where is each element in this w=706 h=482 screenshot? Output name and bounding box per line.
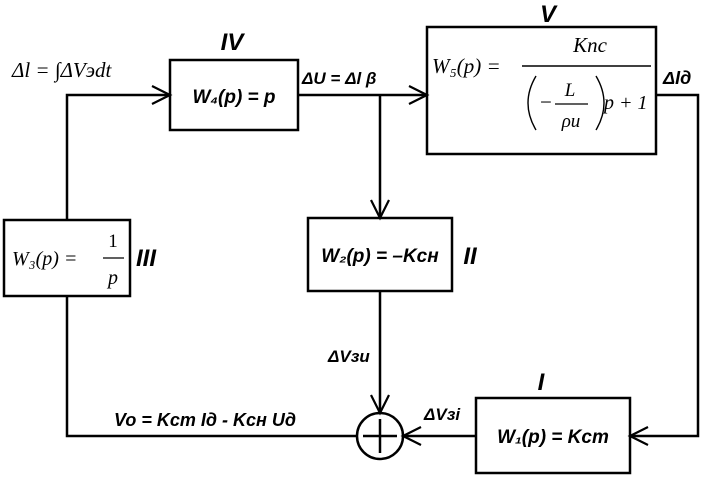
block-w5-numerator: Kпс [572, 33, 608, 57]
signal-v0: Vo = Kст Iд - Kсн Uд [114, 410, 296, 430]
block-w3-denominator: p [106, 267, 118, 289]
block-w4-formula: W₄(p) = p [192, 87, 275, 108]
signal-delta-vzi: ΔVзi [423, 405, 461, 424]
block-w5-inner-numerator: L [564, 80, 576, 101]
block-w2-formula: W₂(p) = –Kсн [321, 246, 439, 267]
arrow-into-sum-top [370, 394, 390, 416]
block-w5-left-paren [527, 75, 537, 131]
block-w5 [425, 25, 658, 156]
block-w5-inner-denominator: ρu [561, 111, 581, 132]
wire-sum-to-w3 [65, 296, 357, 438]
block-w5-minus: − [540, 90, 552, 114]
block-w1-roman: I [538, 369, 546, 396]
block-w3-roman: III [136, 245, 157, 272]
block-w2-roman: II [463, 243, 478, 270]
block-w1-formula: W₁(p) = Kст [497, 427, 609, 448]
arrow-into-w4 [151, 85, 173, 105]
signal-delta-id: ΔIд [662, 68, 691, 88]
block-w3-lhs: W₃(p) = [12, 248, 77, 270]
block-w5-roman: V [540, 1, 558, 28]
block-w4-roman: IV [221, 29, 246, 56]
block-w1 [474, 396, 632, 475]
block-w5-right-paren [595, 75, 605, 131]
arrow-into-sum-right [400, 426, 422, 446]
arrow-into-w1 [627, 426, 649, 446]
block-w5-lhs: W₅(p) = [432, 54, 501, 78]
block-w5-tail: p + 1 [602, 92, 648, 114]
wire-w3-to-w4 [65, 93, 170, 220]
signal-delta-l: Δl = ∫ΔVэdt [11, 58, 112, 83]
signal-delta-vzu: ΔVзи [327, 347, 370, 366]
arrow-into-w5 [408, 85, 430, 105]
block-w3-numerator: 1 [108, 231, 118, 252]
wire-w5-to-w1 [630, 93, 700, 438]
arrow-into-w2 [370, 199, 390, 221]
signal-delta-u: ΔU = Δl β [301, 69, 376, 88]
